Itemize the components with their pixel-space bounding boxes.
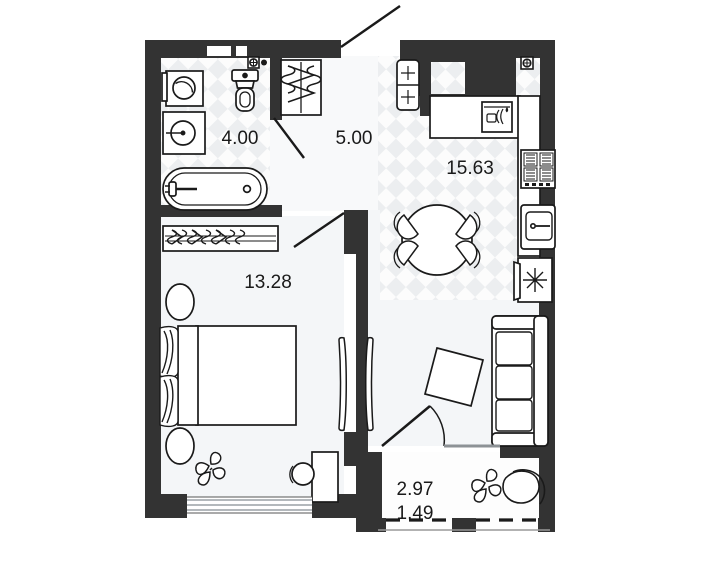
desk-icon <box>289 451 339 503</box>
utility-symbols <box>247 56 534 70</box>
niche-kitchen <box>431 62 465 94</box>
chair-balcony-icon <box>502 469 546 505</box>
sofa-icon <box>491 315 549 447</box>
leader-lines <box>273 5 401 248</box>
balcony-fixtures <box>471 468 546 505</box>
bedroom-fixtures <box>159 225 339 503</box>
wall-balcony-corner-r <box>538 518 550 532</box>
area-label-balcony: 2.97 <box>397 479 434 500</box>
leader-bedroom <box>293 212 345 248</box>
wall-balcony-left <box>356 452 382 532</box>
bedroom-window-icon <box>187 496 312 514</box>
wall-top-right <box>400 40 555 58</box>
balcony-glazing-icon <box>378 518 550 531</box>
wall-bath-right-upper <box>270 58 282 120</box>
plant-balcony-icon <box>471 468 502 503</box>
wardrobe-hall-icon <box>280 59 322 116</box>
vent-icon-bathroom <box>247 56 267 69</box>
area-label-balcony-reduced: 1.49 <box>397 503 434 524</box>
nightstand-top-icon <box>165 283 195 321</box>
area-labels: 4.00 5.00 15.63 13.28 2.97 1.49 <box>222 128 494 524</box>
area-label-bathroom: 4.00 <box>222 128 259 149</box>
cooktop-icon <box>520 149 556 189</box>
television-icon <box>513 257 553 303</box>
washing-machine-icon <box>161 70 204 107</box>
bed-icon <box>159 325 297 428</box>
area-label-kitchen: 15.63 <box>446 158 494 179</box>
wall-balcony-mullion <box>452 518 476 532</box>
vent-icon-kitchen <box>520 56 534 70</box>
nightstand-bot-icon <box>165 427 195 465</box>
bathtub-icon <box>162 167 268 211</box>
area-label-hallway: 5.00 <box>336 128 373 149</box>
niche-a <box>207 46 231 56</box>
bathroom-fixtures <box>161 69 268 211</box>
dining-table-icon <box>393 204 481 276</box>
refrigerator-icon <box>396 59 420 111</box>
bedroom-door-icon <box>338 336 374 432</box>
openings <box>187 336 550 531</box>
living-floor-strip <box>368 210 380 306</box>
wall-balcony-corner-l <box>378 518 386 532</box>
leader-entry <box>340 5 401 48</box>
wall-right-balcony <box>539 440 555 532</box>
plant-bedroom-icon <box>195 451 226 486</box>
sink-basin-icon <box>162 111 206 155</box>
wardrobe-bed-icon <box>162 225 279 252</box>
wall-bedroom-bottom-left <box>145 494 187 518</box>
toilet-icon <box>231 69 259 112</box>
kitchen-sink-icon <box>520 204 556 250</box>
wall-kitchen-stub <box>420 96 430 116</box>
area-label-bedroom: 13.28 <box>244 272 292 293</box>
armchair-icon <box>423 346 485 408</box>
dishwasher-icon <box>481 101 513 133</box>
niche-b <box>236 46 247 56</box>
balcony-door-icon <box>381 405 500 448</box>
leader-bathroom <box>273 117 305 159</box>
kitchen-fixtures <box>393 59 556 447</box>
wall-divider-main <box>356 210 368 465</box>
wall-left <box>145 40 161 518</box>
